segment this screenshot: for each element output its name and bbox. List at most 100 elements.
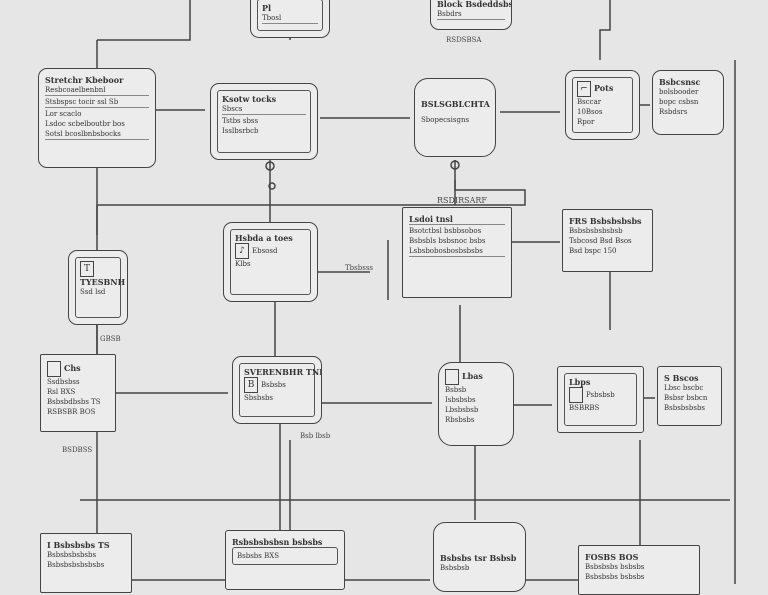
node-title: Hsbda a toes	[235, 233, 293, 243]
label: BSDBSS	[62, 446, 93, 454]
node-line: Sbsbsbs	[244, 394, 274, 402]
node-title: SVERENBHR TNR	[244, 367, 322, 377]
node-title: Bsbcsnsc	[659, 77, 701, 87]
node-line: Bsbsbdbsbs TS	[47, 398, 101, 406]
node-line: Bsbsbs BXS	[237, 552, 280, 560]
node-line: Bsbsbsbs bsbsbs	[585, 563, 645, 571]
node-line: Rbsbsbs	[445, 416, 475, 424]
document-icon	[47, 361, 61, 377]
node-bslsgb[interactable]: BSLSGBLCHTA Sbopecsisgns	[414, 78, 496, 157]
node-line: Klbs	[235, 260, 251, 268]
node-title: FOSBS BOS	[585, 552, 639, 562]
node-line: Bsbsbls bsbsnoc bsbs	[409, 237, 486, 245]
document-icon: B	[244, 377, 258, 393]
node-line: Bsccar	[577, 98, 602, 106]
node-line: Bsbsbs	[261, 381, 286, 389]
node-title: Pots	[594, 83, 614, 93]
node-line: Rsl BXS	[47, 388, 76, 396]
node-title: Ksotw tocks	[222, 94, 277, 104]
node-title: I Bsbsbsbs TS	[47, 540, 110, 550]
label: RSDIRSARF	[437, 196, 487, 205]
node-line: Bsbsbsbsbsbs	[47, 551, 97, 559]
node-line: Ssd lsd	[80, 288, 106, 296]
node-title: Block Bsdeddsbs	[437, 0, 512, 9]
node-line: Isslbsrbcb	[222, 127, 259, 135]
node-title: Stretchr Kbeboor	[45, 75, 124, 85]
node-title: Lbps	[569, 377, 591, 387]
node-line: Psbsbsb	[586, 391, 615, 399]
node-line: Ebsosd	[252, 247, 278, 255]
node-line: Bsbsbsbsbsbsbs	[47, 561, 105, 569]
node-line: Bsbdrs	[437, 9, 505, 20]
node-line: Bsd bspc 150	[569, 247, 617, 255]
node-line: Lor scaclo	[45, 110, 82, 118]
node-title: S Bscos	[664, 373, 699, 383]
node-title: BSLSGBLCHTA	[421, 99, 490, 109]
node-title: Rsbsbsbsbsn bsbsbs	[232, 537, 323, 547]
document-icon: ⌐	[577, 81, 591, 97]
node-line: RSBSBR BOS	[47, 408, 96, 416]
node-title: FRS Bsbsbsbsbs	[569, 216, 642, 226]
node-line: Lsdoc scbelboutbr bos	[45, 120, 125, 128]
document-icon: T	[80, 261, 94, 277]
node-line: Sbopecsisgns	[421, 116, 470, 124]
label: Tbsbsss	[345, 264, 373, 272]
node-line: bolsbooder	[659, 88, 699, 96]
node-line: Bsbsbsbs bsbsbs	[585, 573, 645, 581]
node-line: Resbcoaelbenbnl	[45, 85, 149, 96]
node-line: Ssdbsbss	[47, 378, 80, 386]
node-title: Chs	[64, 363, 81, 373]
document-icon	[445, 369, 459, 385]
node-line: Bsbsbsbsbs	[664, 404, 706, 412]
node-line: BSBRBS	[569, 404, 600, 412]
node-line: Bsbsbsbsbsbsb	[569, 227, 623, 235]
node-title: Lbas	[462, 371, 483, 381]
node-title: TYESBNH	[80, 277, 126, 287]
node-line: Lbsc bscbc	[664, 384, 704, 392]
node-line: Tbosl	[262, 13, 318, 24]
node-title: Pl	[262, 3, 272, 13]
node-line: Bsbsbsb	[440, 564, 470, 572]
node-title: Lsdoi tnsl	[409, 214, 505, 225]
node-line: 10Bsos	[577, 108, 603, 116]
node-line: bopc csbsn	[659, 98, 699, 106]
node-line: Tstbs sbss	[222, 117, 259, 125]
node-line: Isbsbsbs	[445, 396, 476, 404]
node-title: Bsbsbs tsr Bsbsb	[440, 553, 517, 563]
node-line: Tsbcosd Bsd Bsos	[569, 237, 632, 245]
label: GBSB	[100, 335, 121, 343]
node-line: Bsbsr bsbcn	[664, 394, 708, 402]
label: Bsb lbsb	[300, 432, 331, 440]
node-line: Lbsbsbsb	[445, 406, 479, 414]
node-line: Bsbsb	[445, 386, 467, 394]
node-line: Rpor	[577, 118, 595, 126]
node-line: Lsbsbobosbosbsbsbs	[409, 246, 505, 257]
node-line: Sotsl bcoslbnbsbocks	[45, 129, 149, 140]
document-icon: ♪	[235, 243, 249, 259]
node-line: Sbscs	[222, 104, 306, 115]
node-line: Rsbdsrs	[659, 108, 688, 116]
node-line: Stsbspsc tocir ssl Sb	[45, 97, 149, 108]
label: RSDSBSA	[446, 36, 482, 44]
document-icon	[569, 387, 583, 403]
node-line: Bsotctbsl bsbbsobos	[409, 227, 482, 235]
